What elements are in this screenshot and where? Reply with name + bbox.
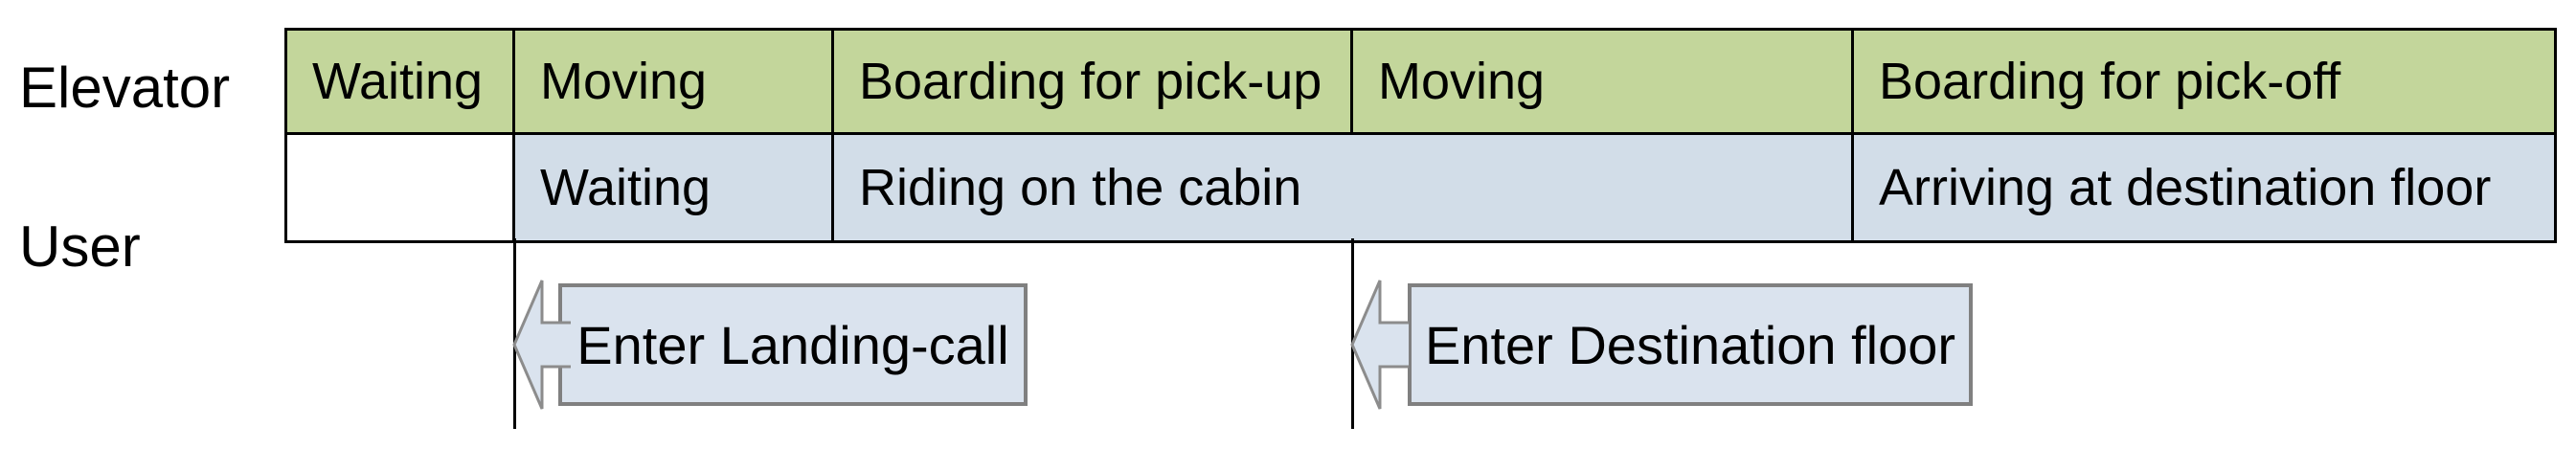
- callout-enter-landing-call: Enter Landing-call: [558, 283, 1028, 406]
- user-row-label: User: [19, 214, 141, 279]
- elevator-cell-moving-2: Moving: [1353, 31, 1854, 132]
- elevator-cell-moving-1: Moving: [515, 31, 834, 132]
- user-cell-arriving: Arriving at destination floor: [1854, 135, 2554, 240]
- user-state-row: Waiting Riding on the cabin Arriving at …: [287, 135, 2554, 240]
- left-arrow-icon: [512, 280, 571, 410]
- callout-enter-destination-floor: Enter Destination floor: [1408, 283, 1973, 406]
- event-connector-line-destination: [1351, 238, 1354, 429]
- elevator-cell-waiting: Waiting: [287, 31, 515, 132]
- user-cell-waiting: Waiting: [515, 135, 834, 240]
- user-cell-empty: [287, 135, 515, 240]
- left-arrow-icon: [1350, 280, 1409, 410]
- state-table: Waiting Moving Boarding for pick-up Movi…: [284, 28, 2557, 243]
- event-connector-line-landing-call: [513, 238, 516, 429]
- elevator-cell-boarding-pickup: Boarding for pick-up: [834, 31, 1353, 132]
- elevator-state-row: Waiting Moving Boarding for pick-up Movi…: [287, 31, 2554, 135]
- elevator-row-label: Elevator: [19, 56, 231, 120]
- user-cell-riding: Riding on the cabin: [834, 135, 1854, 240]
- elevator-cell-boarding-pickoff: Boarding for pick-off: [1854, 31, 2554, 132]
